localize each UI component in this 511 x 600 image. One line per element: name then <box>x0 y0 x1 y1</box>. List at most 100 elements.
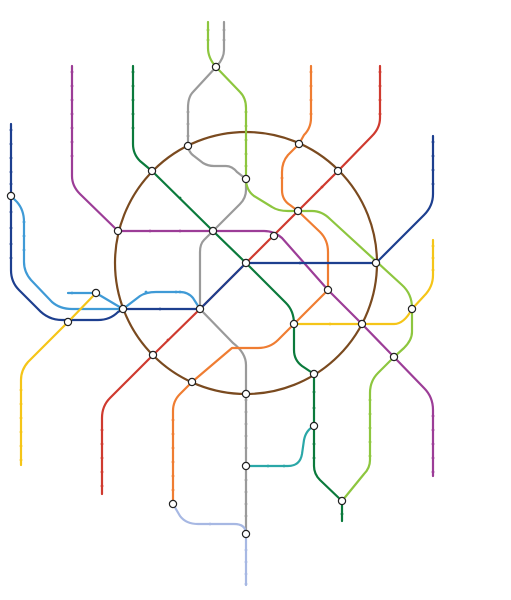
station-orange <box>309 112 313 116</box>
station-red <box>378 98 382 102</box>
station-purple <box>70 70 74 74</box>
station-light-blue <box>22 234 26 238</box>
station-purple <box>70 112 74 116</box>
station-light-green <box>368 454 372 458</box>
station-light-green <box>368 398 372 402</box>
station-yellow <box>328 322 332 326</box>
station-teal <box>282 464 286 468</box>
station-orange <box>171 488 175 492</box>
station-gray <box>186 122 190 126</box>
interchange-station <box>357 319 367 329</box>
station-teal <box>266 464 270 468</box>
interchange-station <box>269 231 279 241</box>
station-dark-blue <box>9 142 13 146</box>
interchange-stations <box>6 62 417 539</box>
station-red <box>100 484 104 488</box>
light-blue-line <box>9 194 202 311</box>
station-dark-blue <box>9 128 13 132</box>
station-gray <box>244 434 248 438</box>
interchange-station <box>289 319 299 329</box>
station-orange <box>171 418 175 422</box>
station-light-blue <box>174 290 178 294</box>
interchange-station <box>241 389 251 399</box>
station-dark-green <box>312 442 316 446</box>
interchange-station <box>241 461 251 471</box>
gray-line <box>186 20 248 536</box>
station-dark-green <box>131 98 135 102</box>
interchange-station <box>208 226 218 236</box>
station-dark-blue <box>298 261 302 265</box>
station-light-green <box>206 28 210 32</box>
station-yellow <box>19 416 23 420</box>
station-lavender <box>244 548 248 552</box>
station-dark-green <box>312 406 316 410</box>
interchange-station <box>148 350 158 360</box>
station-gray <box>244 422 248 426</box>
station-light-green <box>244 152 248 156</box>
station-gray <box>186 134 190 138</box>
interchange-station <box>241 529 251 539</box>
station-purple <box>70 84 74 88</box>
station-gray <box>244 410 248 414</box>
station-light-blue <box>70 291 74 295</box>
lavender-line <box>171 502 248 587</box>
station-dark-green <box>131 126 135 130</box>
interchange-station <box>187 377 197 387</box>
station-gray <box>244 502 248 506</box>
station-purple <box>431 428 435 432</box>
station-red <box>378 70 382 74</box>
station-red <box>100 428 104 432</box>
station-lavender <box>244 582 248 586</box>
station-light-green <box>244 124 248 128</box>
station-dark-blue <box>9 226 13 230</box>
station-dark-blue <box>9 256 13 260</box>
interchange-station <box>63 317 73 327</box>
station-yellow <box>19 458 23 462</box>
station-red <box>100 442 104 446</box>
station-light-blue <box>22 248 26 252</box>
dark-blue-line <box>9 122 435 322</box>
station-orange <box>171 432 175 436</box>
interchange-station <box>147 166 157 176</box>
station-gray <box>244 398 248 402</box>
station-purple <box>178 229 182 233</box>
interchange-station <box>195 304 205 314</box>
station-dark-green <box>131 84 135 88</box>
station-dark-blue <box>431 154 435 158</box>
station-dark-green <box>131 112 135 116</box>
interchange-station <box>211 62 221 72</box>
station-light-green <box>244 110 248 114</box>
station-gray <box>244 490 248 494</box>
station-yellow <box>19 430 23 434</box>
station-dark-green <box>131 70 135 74</box>
interchange-station <box>241 174 251 184</box>
station-red <box>100 470 104 474</box>
station-purple <box>70 126 74 130</box>
station-orange <box>171 460 175 464</box>
station-purple <box>431 414 435 418</box>
station-dark-blue <box>9 170 13 174</box>
station-red <box>100 456 104 460</box>
station-red <box>320 185 324 189</box>
station-dark-green <box>312 456 316 460</box>
station-yellow <box>431 256 435 260</box>
station-dark-blue <box>431 140 435 144</box>
interchange-station <box>337 496 347 506</box>
station-dark-green <box>178 196 182 200</box>
station-red <box>378 112 382 116</box>
light-green-line <box>206 20 414 503</box>
interchange-station <box>91 288 101 298</box>
station-purple <box>70 154 74 158</box>
station-red <box>166 338 170 342</box>
station-orange <box>309 84 313 88</box>
station-purple <box>431 442 435 446</box>
station-dark-blue <box>158 307 162 311</box>
station-red <box>378 84 382 88</box>
station-yellow <box>431 244 435 248</box>
station-light-green <box>368 412 372 416</box>
interchange-station <box>309 421 319 431</box>
station-light-green <box>206 38 210 42</box>
interchange-station <box>389 352 399 362</box>
station-yellow <box>19 444 23 448</box>
